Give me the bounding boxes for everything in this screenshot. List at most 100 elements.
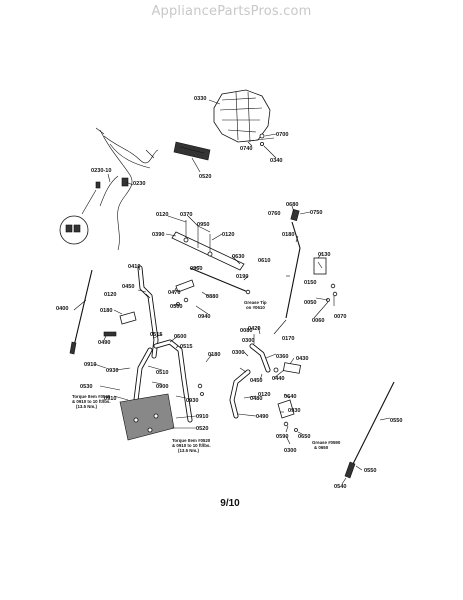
part-label: 0120 [104,292,116,298]
part-label: 0740 [240,146,252,152]
part-label: 0060 [312,318,324,324]
part-label: 0330 [194,96,206,102]
shift-rod-part [189,267,251,295]
part-label: 0750 [310,210,322,216]
part-label: 0230 [133,181,145,187]
part-label: 0480 [250,396,262,402]
part-label: 0050 [304,300,316,306]
part-label: 0470 [168,290,180,296]
part-label: 0340 [270,158,282,164]
grease-note-lower: Grease #0590 & 0650 [312,440,341,450]
part-label: 0700 [276,132,288,138]
dash-cover-part [213,89,271,143]
part-label: 0390 [152,232,164,238]
part-label: 0490 [98,340,110,346]
left-control-rod-part [69,269,93,355]
note-line: (13.5 Nm.) [178,448,200,453]
watermark: AppliancePartsPros.com [151,4,312,19]
part-label: 0230-10 [91,168,112,174]
torque-note-lower: Torque Item #0520 & 0910 to 10 ft/lbs. (… [172,438,211,453]
part-label: 0530 [80,384,92,390]
lower-clamp-part [277,399,298,432]
part-label: 0180 [282,232,294,238]
part-label: 0930 [186,398,198,404]
torque-note-upper: Torque Item #0530 & 0910 to 10 ft/lbs. (… [72,394,111,409]
light-bar-part [173,141,211,161]
long-rod-part [344,381,395,479]
part-label: 0520 [199,174,211,180]
part-label: 0515 [180,344,192,350]
part-label: 0960 [190,266,202,272]
page-number: 9/10 [220,498,240,509]
part-label: 0610 [258,258,270,264]
part-label: 0930 [288,408,300,414]
part-label: 0080 [240,328,252,334]
part-label: 0910 [84,362,96,368]
note-line: on #0610 [246,305,265,310]
part-label: 0900 [156,384,168,390]
part-label: 0640 [284,394,296,400]
note-line: & 0910 to 10 ft/lbs. [72,399,111,404]
part-label: 0300 [284,448,296,454]
part-label: 0440 [272,376,284,382]
part-label: 0360 [276,354,288,360]
part-label: 0540 [334,484,346,490]
part-label: 0120 [258,392,270,398]
right-grip-part [273,362,302,374]
switch-part [313,257,327,275]
note-line: & 0650 [314,445,329,450]
note-line: & 0910 to 10 ft/lbs. [172,443,211,448]
part-label: 0520 [196,426,208,432]
part-label: 0070 [334,314,346,320]
part-label: 0180 [208,352,220,358]
part-label: 0120 [222,232,234,238]
part-label: 0430 [296,356,308,362]
part-label: 0300 [242,338,254,344]
part-label: 0930 [106,368,118,374]
left-handle-tube-part [137,265,159,359]
part-label: 0910 [104,396,116,402]
part-label: 0950 [197,222,209,228]
part-label: 0630 [232,254,244,260]
part-label: 0450 [250,378,262,384]
wiring-harness-part [95,127,159,251]
note-line: (13.5 Nm.) [76,404,98,409]
note-line: Grease Tip [244,300,267,305]
part-label: 0550 [390,418,402,424]
part-label: 0300 [170,304,182,310]
part-label: 0500 [174,334,186,340]
note-line: Torque Item #0520 [172,438,211,443]
part-label: 0940 [198,314,210,320]
leader-lines [73,99,391,485]
part-label: 0515 [150,332,162,338]
grease-tip-note: Grease Tip on #0610 [244,300,267,310]
part-label: 0190 [236,274,248,280]
part-label: 0450 [122,284,134,290]
base-plate-part [119,393,175,441]
right-handle-tube-part [229,343,271,419]
control-bracket-part [171,220,245,271]
part-label: 0170 [282,336,294,342]
part-label: 0410 [128,264,140,270]
note-line: Torque Item #0530 [72,394,111,399]
part-label: 0590 [276,434,288,440]
part-label: 0550 [364,468,376,474]
part-label: 0910 [196,414,208,420]
part-label: 0510 [156,370,168,376]
part-label: 0400 [56,306,68,312]
part-label: 0130 [318,252,330,258]
upper-bracket-part [119,279,195,325]
part-label: 0880 [206,294,218,300]
part-label: 0760 [268,211,280,217]
part-label: 0180 [100,308,112,314]
connector-detail-part [59,189,97,245]
part-label: 0490 [256,414,268,420]
part-label: 0150 [304,280,316,286]
part-labels: 0330 0700 0740 0340 0520 0230-10 0230 06… [56,96,402,490]
part-label: 0680 [286,202,298,208]
part-label: 0300 [232,350,244,356]
note-line: Grease #0590 [312,440,341,445]
part-label: 0420 [248,326,260,332]
part-label: 0120 [156,212,168,218]
